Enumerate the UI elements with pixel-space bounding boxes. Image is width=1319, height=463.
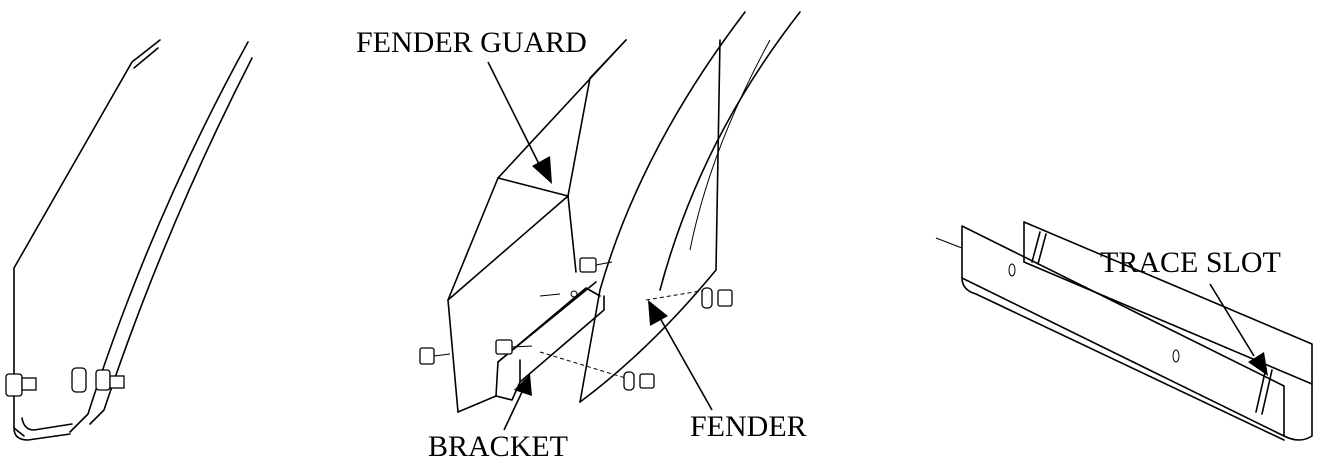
nut-icon bbox=[5, 373, 23, 397]
washer-icon bbox=[71, 367, 87, 393]
assembled-view bbox=[5, 39, 253, 441]
fender-label: FENDER bbox=[690, 410, 807, 443]
fender-part bbox=[579, 11, 746, 403]
trace-slot-label: TRACE SLOT bbox=[1100, 246, 1281, 279]
exploded-view bbox=[419, 11, 801, 431]
slot-left bbox=[1031, 231, 1041, 263]
fender-guard-plate bbox=[447, 39, 627, 413]
bracket-label: BRACKET bbox=[428, 430, 569, 463]
fender-guard-label: FENDER GUARD bbox=[356, 26, 587, 59]
trace-slot bbox=[1255, 367, 1267, 413]
bracket-detail-view bbox=[935, 221, 1313, 441]
